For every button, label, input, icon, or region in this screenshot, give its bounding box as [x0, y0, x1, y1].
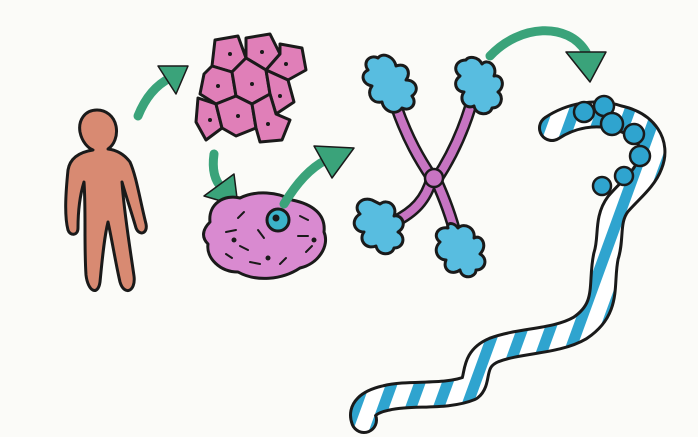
- arrow-chromosome-to-dna-icon: [490, 31, 606, 82]
- chromosome-arm-bottom-right: [436, 224, 485, 277]
- chromosome-arm-bottom-left: [354, 199, 403, 254]
- arrow-body-to-tissue-icon: [138, 66, 188, 116]
- tissue-cells-icon: [196, 34, 306, 142]
- human-body-icon: [66, 110, 147, 291]
- chromosome-icon: [354, 55, 502, 277]
- arrow-cell-to-chromosome-icon: [284, 146, 354, 204]
- chromosome-arm-top-left: [363, 55, 416, 112]
- chromosome-arm-top-right: [456, 57, 503, 113]
- cell-nucleus-icon: [204, 193, 326, 278]
